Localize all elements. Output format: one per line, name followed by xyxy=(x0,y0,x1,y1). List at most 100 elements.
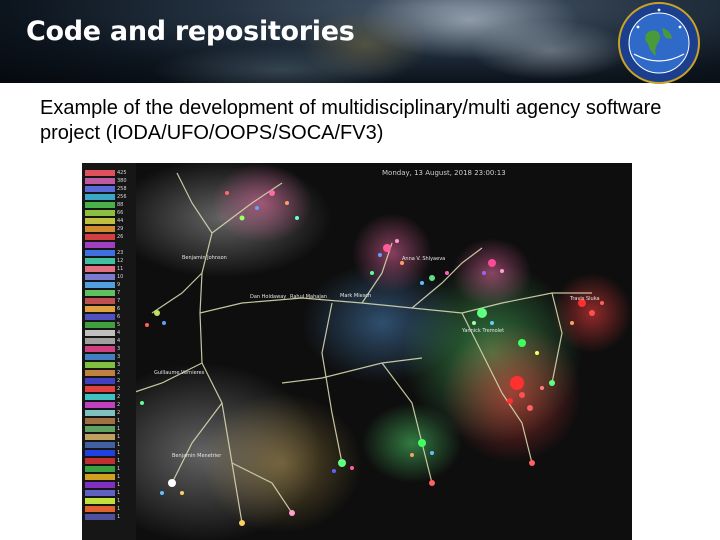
legend-count: 1 xyxy=(117,449,121,456)
legend-swatch xyxy=(85,321,115,328)
legend-swatch xyxy=(85,489,115,496)
legend-swatch xyxy=(85,417,115,424)
legend-count: 12 xyxy=(117,257,124,264)
legend-swatch xyxy=(85,345,115,352)
legend-row: 6 xyxy=(85,313,131,321)
legend-row: 2 xyxy=(85,401,131,409)
legend-count: 6 xyxy=(117,305,121,312)
legend-count: 380 xyxy=(117,177,127,184)
legend-swatch xyxy=(85,273,115,280)
legend-row: 1 xyxy=(85,457,131,465)
legend-row: 1 xyxy=(85,505,131,513)
legend-swatch xyxy=(85,481,115,488)
legend-swatch xyxy=(85,329,115,336)
legend-row: 2 xyxy=(85,369,131,377)
legend-count: 88 xyxy=(117,201,124,208)
legend-swatch xyxy=(85,465,115,472)
legend-count: 258 xyxy=(117,185,127,192)
legend-row: 1 xyxy=(85,465,131,473)
legend-count: 11 xyxy=(117,265,124,272)
legend-row: 11 xyxy=(85,265,131,273)
legend-count: 425 xyxy=(117,169,127,176)
legend-row: 7 xyxy=(85,289,131,297)
contributor-name: Benjamin Johnson xyxy=(182,255,227,261)
legend-row: 88 xyxy=(85,201,131,209)
legend-swatch xyxy=(85,441,115,448)
slide-title: Code and repositories xyxy=(26,16,355,47)
legend-count: 1 xyxy=(117,513,121,520)
legend-row: 258 xyxy=(85,185,131,193)
legend-swatch xyxy=(85,289,115,296)
legend-count: 2 xyxy=(117,369,121,376)
legend-count: 3 xyxy=(117,361,121,368)
legend-count: 26 xyxy=(117,233,124,240)
legend-row: 5 xyxy=(85,321,131,329)
legend-row: 380 xyxy=(85,177,131,185)
legend-swatch xyxy=(85,241,115,248)
contributor-name: Anna V. Shlyaeva xyxy=(402,256,446,262)
legend-swatch xyxy=(85,169,115,176)
legend-swatch xyxy=(85,401,115,408)
legend-count: 1 xyxy=(117,433,121,440)
legend-row: 2 xyxy=(85,393,131,401)
legend-row: 29 xyxy=(85,225,131,233)
legend-row: 12 xyxy=(85,257,131,265)
legend-count: 1 xyxy=(117,489,121,496)
legend-count: 7 xyxy=(117,297,121,304)
legend-row: 7 xyxy=(85,297,131,305)
contributor-name: Travis Sluka xyxy=(570,296,600,302)
figure-date: Monday, 13 August, 2018 23:00:13 xyxy=(382,169,506,177)
legend-count: 44 xyxy=(117,217,124,224)
legend-swatch xyxy=(85,449,115,456)
legend-count: 4 xyxy=(117,329,121,336)
legend-count: 7 xyxy=(117,289,121,296)
legend-count: 2 xyxy=(117,401,121,408)
legend-count: 1 xyxy=(117,417,121,424)
legend-swatch xyxy=(85,185,115,192)
legend-count: 29 xyxy=(117,225,124,232)
legend-swatch xyxy=(85,425,115,432)
legend-row: 1 xyxy=(85,417,131,425)
legend-count: 256 xyxy=(117,193,127,200)
slide-subtitle: Example of the development of multidisci… xyxy=(40,97,662,144)
legend-count: 1 xyxy=(117,457,121,464)
legend-row: 66 xyxy=(85,209,131,217)
contributor-name: Rahul Mahajan xyxy=(290,294,327,300)
legend-swatch xyxy=(85,193,115,200)
legend-count: 1 xyxy=(117,505,121,512)
legend-row: 1 xyxy=(85,433,131,441)
legend-count: 2 xyxy=(117,377,121,384)
legend-swatch xyxy=(85,233,115,240)
header-banner: Code and repositories xyxy=(0,0,720,83)
legend-row: 44 xyxy=(85,217,131,225)
legend-row: 1 xyxy=(85,497,131,505)
legend-swatch xyxy=(85,177,115,184)
legend-swatch xyxy=(85,201,115,208)
contributor-name: Yannick Tremolet xyxy=(462,328,505,334)
legend-swatch xyxy=(85,433,115,440)
legend-swatch xyxy=(85,257,115,264)
legend-swatch xyxy=(85,209,115,216)
legend-row: 2 xyxy=(85,385,131,393)
legend-count: 1 xyxy=(117,497,121,504)
legend-row: 4 xyxy=(85,337,131,345)
legend-count: 1 xyxy=(117,481,121,488)
contributor-name: Benjamin Menetrier xyxy=(172,453,222,459)
legend-row: 425 xyxy=(85,169,131,177)
legend-swatch xyxy=(85,457,115,464)
legend-row: 23 xyxy=(85,249,131,257)
legend-row: 9 xyxy=(85,281,131,289)
legend-count: 66 xyxy=(117,209,124,216)
code-graph-visualization xyxy=(82,163,632,540)
contributor-name: Guillaume Vernieres xyxy=(154,370,205,376)
legend-count: 5 xyxy=(117,321,121,328)
legend-swatch xyxy=(85,217,115,224)
legend-swatch xyxy=(85,225,115,232)
legend-count: 2 xyxy=(117,393,121,400)
legend-swatch xyxy=(85,497,115,504)
organization-seal-logo xyxy=(618,2,700,84)
legend-row: 2 xyxy=(85,377,131,385)
legend-count: 1 xyxy=(117,425,121,432)
legend-row: 1 xyxy=(85,481,131,489)
legend-row: 3 xyxy=(85,361,131,369)
